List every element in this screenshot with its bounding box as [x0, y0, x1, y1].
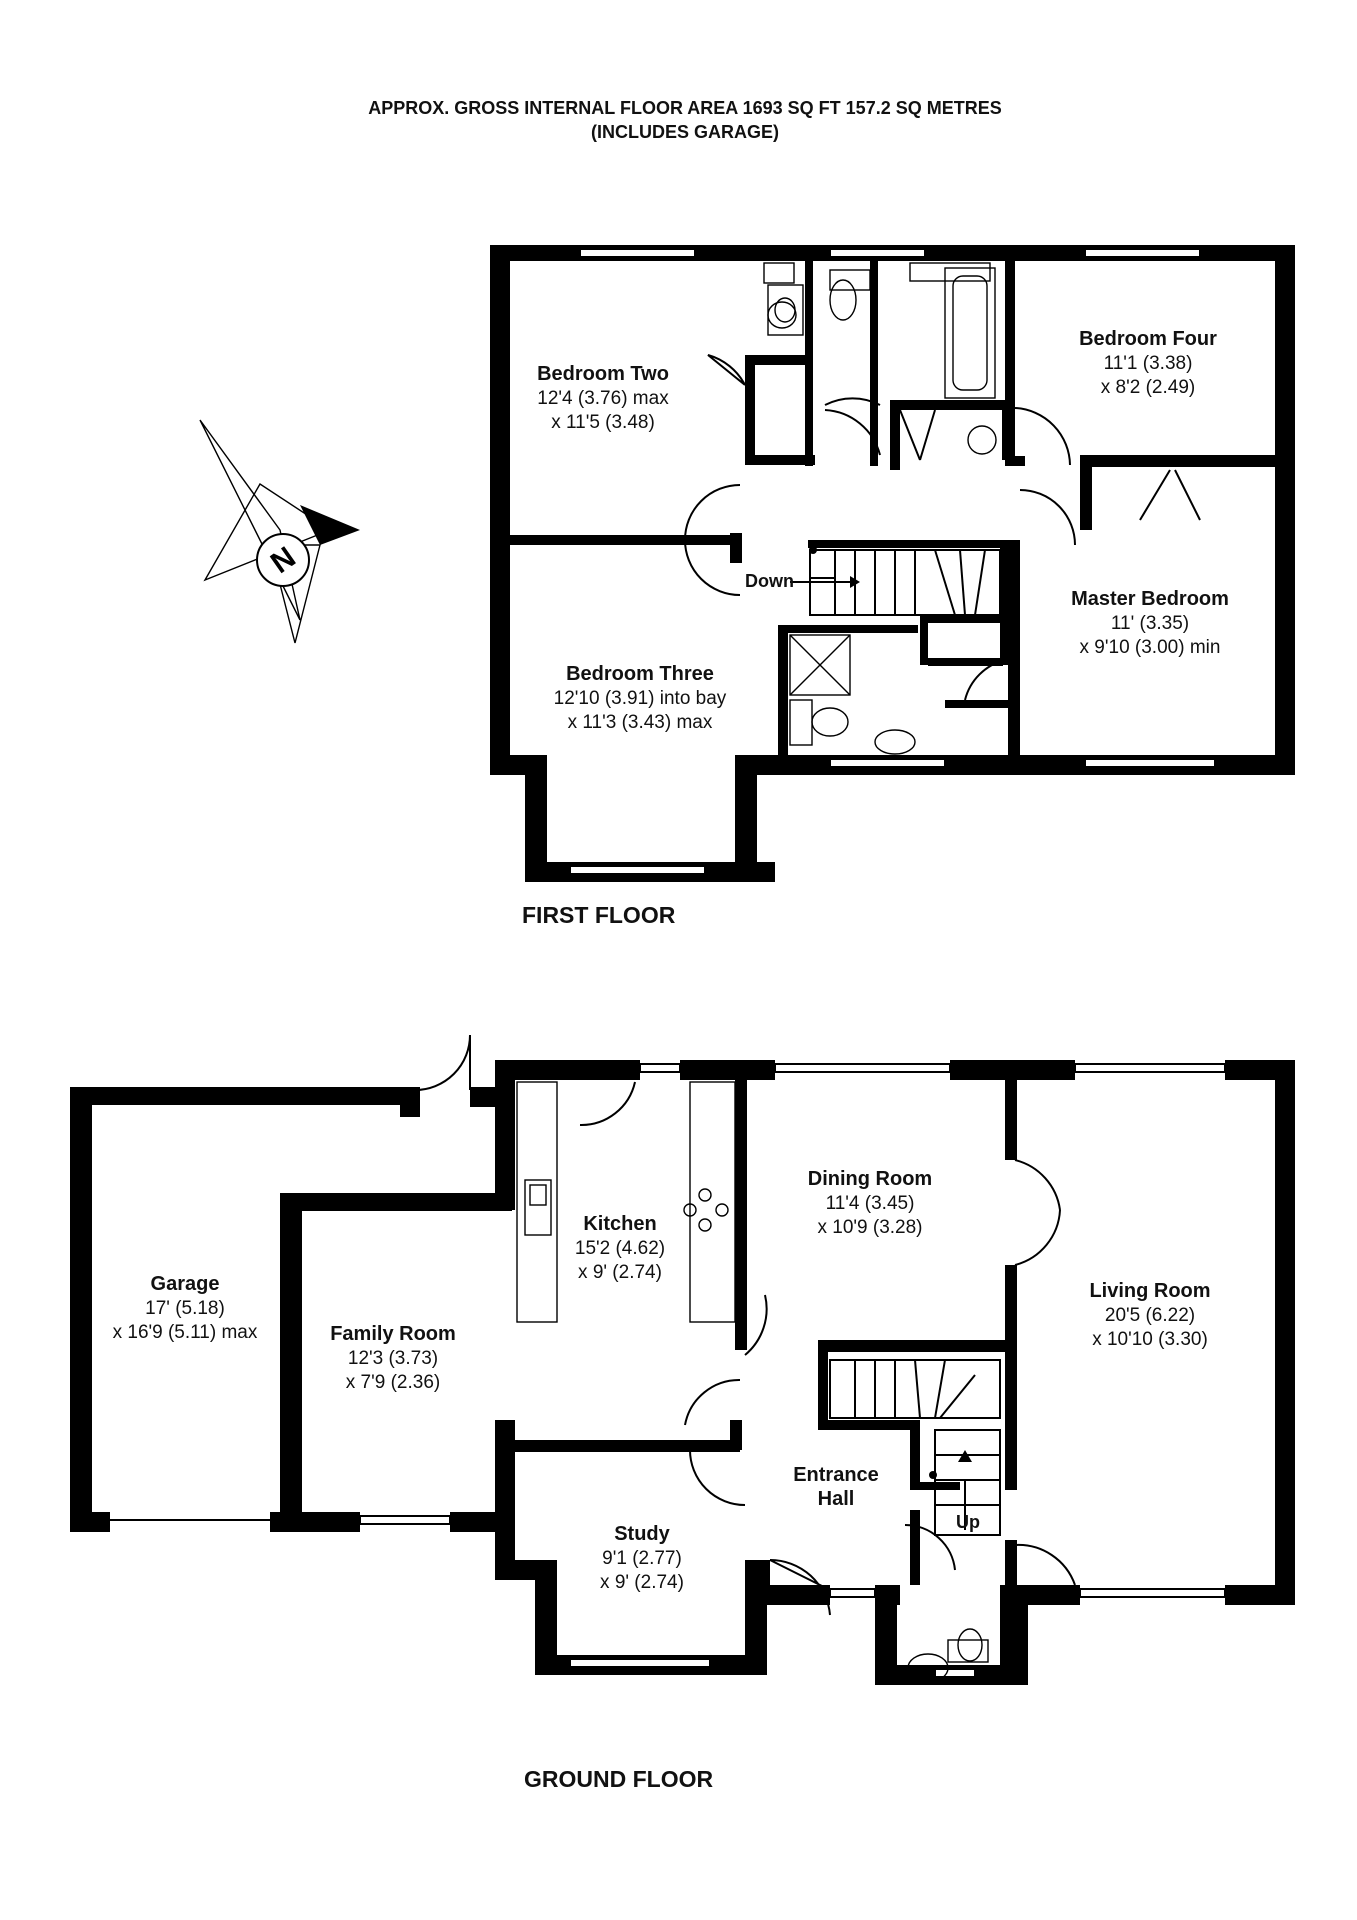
svg-text:x 9' (2.74): x 9' (2.74): [578, 1262, 662, 1283]
svg-text:Living Room: Living Room: [1089, 1280, 1210, 1302]
svg-text:Bedroom Three: Bedroom Three: [566, 663, 714, 685]
room-garage: Garage 17' (5.18) x 16'9 (5.11) max: [113, 1273, 258, 1343]
ground-floor-plan: Up Garage 17' (5.18) x 16'9 (5.11) max F…: [70, 1034, 1295, 1792]
room-entrance-hall: Entrance Hall: [793, 1464, 879, 1510]
floor-area-subtitle: (INCLUDES GARAGE): [591, 122, 779, 142]
svg-text:12'10 (3.91) into bay: 12'10 (3.91) into bay: [554, 688, 727, 709]
svg-text:Garage: Garage: [151, 1273, 220, 1295]
svg-text:x 9'10 (3.00) min: x 9'10 (3.00) min: [1080, 637, 1221, 658]
room-bedroom-two: Bedroom Two 12'4 (3.76) max x 11'5 (3.48…: [537, 363, 669, 433]
svg-text:12'3 (3.73): 12'3 (3.73): [348, 1348, 438, 1369]
svg-text:Entrance: Entrance: [793, 1464, 879, 1486]
svg-text:11'1 (3.38): 11'1 (3.38): [1104, 353, 1193, 374]
svg-text:15'2 (4.62): 15'2 (4.62): [575, 1238, 665, 1259]
room-bedroom-four: Bedroom Four 11'1 (3.38) x 8'2 (2.49): [1079, 328, 1217, 398]
svg-text:x 9' (2.74): x 9' (2.74): [600, 1572, 684, 1593]
svg-text:20'5 (6.22): 20'5 (6.22): [1105, 1305, 1195, 1326]
room-study: Study 9'1 (2.77) x 9' (2.74): [600, 1523, 684, 1593]
north-arrow-icon: N: [199, 419, 360, 644]
first-floor-label: FIRST FLOOR: [522, 902, 676, 928]
svg-text:11' (3.35): 11' (3.35): [1111, 613, 1189, 634]
room-dining-room: Dining Room 11'4 (3.45) x 10'9 (3.28): [808, 1168, 932, 1238]
svg-text:11'4 (3.45): 11'4 (3.45): [826, 1193, 915, 1214]
svg-text:Study: Study: [614, 1523, 670, 1545]
ground-floor-label: GROUND FLOOR: [524, 1766, 713, 1792]
svg-text:Master Bedroom: Master Bedroom: [1071, 588, 1229, 610]
room-living-room: Living Room 20'5 (6.22) x 10'10 (3.30): [1089, 1280, 1210, 1350]
svg-text:x 10'9 (3.28): x 10'9 (3.28): [817, 1217, 922, 1238]
room-family-room: Family Room 12'3 (3.73) x 7'9 (2.36): [330, 1323, 456, 1393]
room-master-bedroom: Master Bedroom 11' (3.35) x 9'10 (3.00) …: [1071, 588, 1229, 658]
svg-text:Dining Room: Dining Room: [808, 1168, 932, 1190]
svg-text:Kitchen: Kitchen: [583, 1213, 656, 1235]
floor-area-title: APPROX. GROSS INTERNAL FLOOR AREA 1693 S…: [368, 98, 1001, 118]
svg-text:x 10'10 (3.30): x 10'10 (3.30): [1092, 1329, 1208, 1350]
svg-text:9'1 (2.77): 9'1 (2.77): [602, 1548, 682, 1569]
svg-text:x 8'2 (2.49): x 8'2 (2.49): [1101, 377, 1195, 398]
room-bedroom-three: Bedroom Three 12'10 (3.91) into bay x 11…: [554, 663, 727, 733]
svg-text:17' (5.18): 17' (5.18): [145, 1298, 225, 1319]
svg-text:Family Room: Family Room: [330, 1323, 456, 1345]
svg-text:x 11'5 (3.48): x 11'5 (3.48): [551, 412, 655, 433]
stairs-down-label: Down: [745, 571, 794, 591]
svg-text:Bedroom Four: Bedroom Four: [1079, 328, 1217, 350]
svg-text:12'4 (3.76) max: 12'4 (3.76) max: [537, 388, 669, 409]
svg-text:Bedroom Two: Bedroom Two: [537, 363, 669, 385]
first-floor-plan: Down Bedroom Two 12'4 (3.76) max x 11'5 …: [490, 245, 1295, 928]
room-kitchen: Kitchen 15'2 (4.62) x 9' (2.74): [575, 1213, 665, 1283]
svg-text:x 16'9 (5.11) max: x 16'9 (5.11) max: [113, 1322, 258, 1343]
svg-text:x 11'3 (3.43) max: x 11'3 (3.43) max: [568, 712, 713, 733]
stairs-up-label: Up: [956, 1512, 980, 1532]
svg-text:Hall: Hall: [818, 1488, 855, 1510]
svg-text:x 7'9 (2.36): x 7'9 (2.36): [346, 1372, 440, 1393]
